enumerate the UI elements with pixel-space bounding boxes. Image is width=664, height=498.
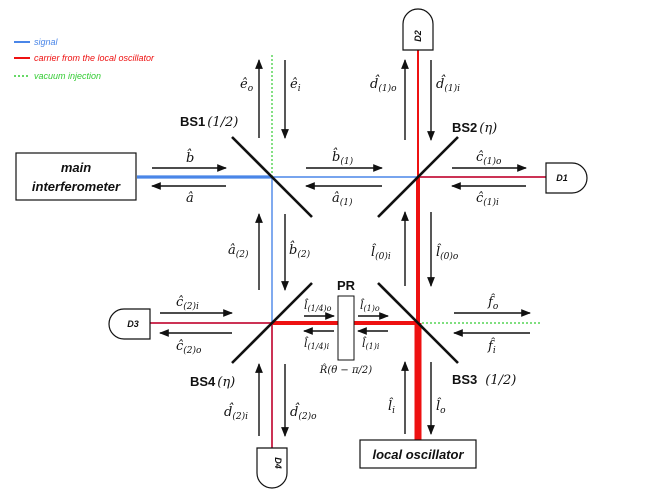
bs2-label: BS2(η) [452, 120, 497, 136]
main-interferometer-box: main interferometer [15, 152, 137, 201]
label-c2o: ĉ(2)o [176, 339, 202, 356]
label-l1o: l̂(1)o [360, 299, 380, 313]
label-d1o: d̂(1)o [370, 74, 397, 94]
label-d1i: d̂(1)i [436, 74, 460, 94]
label-l14i: l̂(1/4)i [304, 337, 330, 351]
detector-d2: D2 [402, 8, 434, 51]
bs3-label: BS3(1/2) [452, 372, 516, 388]
label-e-i: êi [290, 77, 301, 94]
label-l1i: l̂(1)i [362, 337, 380, 351]
beamsplitters [231, 136, 459, 364]
detector-d4: D4 [256, 447, 288, 489]
detector-d4-label: D4 [273, 457, 283, 469]
legend-signal-label: signal [34, 37, 59, 47]
legend-vacuum-label: vacuum injection [34, 71, 101, 81]
bs2-mirror [377, 136, 459, 218]
legend-carrier-label: carrier from the local oscillator [34, 53, 155, 63]
bs4-label: BS4(η) [190, 374, 235, 390]
bs4-mirror [231, 282, 313, 364]
bs3-mirror [377, 282, 459, 364]
main-interferometer-label-1: main [61, 160, 91, 175]
detector-d2-label: D2 [413, 30, 423, 42]
label-d2i: d̂(2)i [224, 402, 248, 422]
local-oscillator-box: local oscillator [359, 439, 477, 469]
detector-d1: D1 [545, 162, 588, 194]
label-l14o: l̂(1/4)o [304, 299, 332, 313]
label-a2: â(2) [228, 243, 249, 260]
field-arrows [151, 59, 531, 437]
detector-d3: D3 [108, 308, 151, 340]
bs1-mirror [231, 136, 313, 218]
label-a1: â(1) [332, 191, 353, 208]
label-b2: b̂(2) [289, 240, 311, 260]
main-interferometer-label-2: interferometer [32, 179, 121, 194]
beamsplitter-labels: BS1(1/2) BS2(η) BS3(1/2) BS4(η) PR R̂(θ … [180, 114, 516, 390]
label-b: b̂ [186, 148, 194, 166]
legend: signal carrier from the local oscillator… [14, 37, 155, 81]
label-f-i: f̂i [487, 337, 496, 356]
label-b1: b̂(1) [332, 147, 354, 167]
detector-d3-label: D3 [127, 319, 139, 329]
label-c1i: ĉ(1)i [476, 191, 499, 208]
label-e-o: êo [240, 77, 254, 94]
label-c2i: ĉ(2)i [176, 295, 199, 312]
bs1-label: BS1(1/2) [180, 114, 238, 130]
detector-d1-label: D1 [556, 173, 568, 183]
label-c1o: ĉ(1)o [476, 150, 502, 167]
label-l0o: l̂(0)o [436, 243, 459, 262]
label-l-i: l̂i [388, 397, 395, 416]
polarization-rotator [337, 295, 355, 361]
field-labels: êo êi b̂ â b̂(1) â(1) d̂(1)o d̂(1)i ĉ(1)… [176, 74, 502, 422]
label-l-o: l̂o [436, 397, 446, 416]
label-f-o: f̂o [487, 293, 499, 312]
local-oscillator-label: local oscillator [372, 447, 464, 462]
rotator-label: PR [337, 278, 356, 293]
label-d2o: d̂(2)o [290, 402, 317, 422]
beam-paths [137, 48, 548, 448]
label-a: â [186, 191, 194, 206]
label-l0i: l̂(0)i [371, 243, 391, 262]
rotator-operator: R̂(θ − π/2) [319, 364, 372, 376]
